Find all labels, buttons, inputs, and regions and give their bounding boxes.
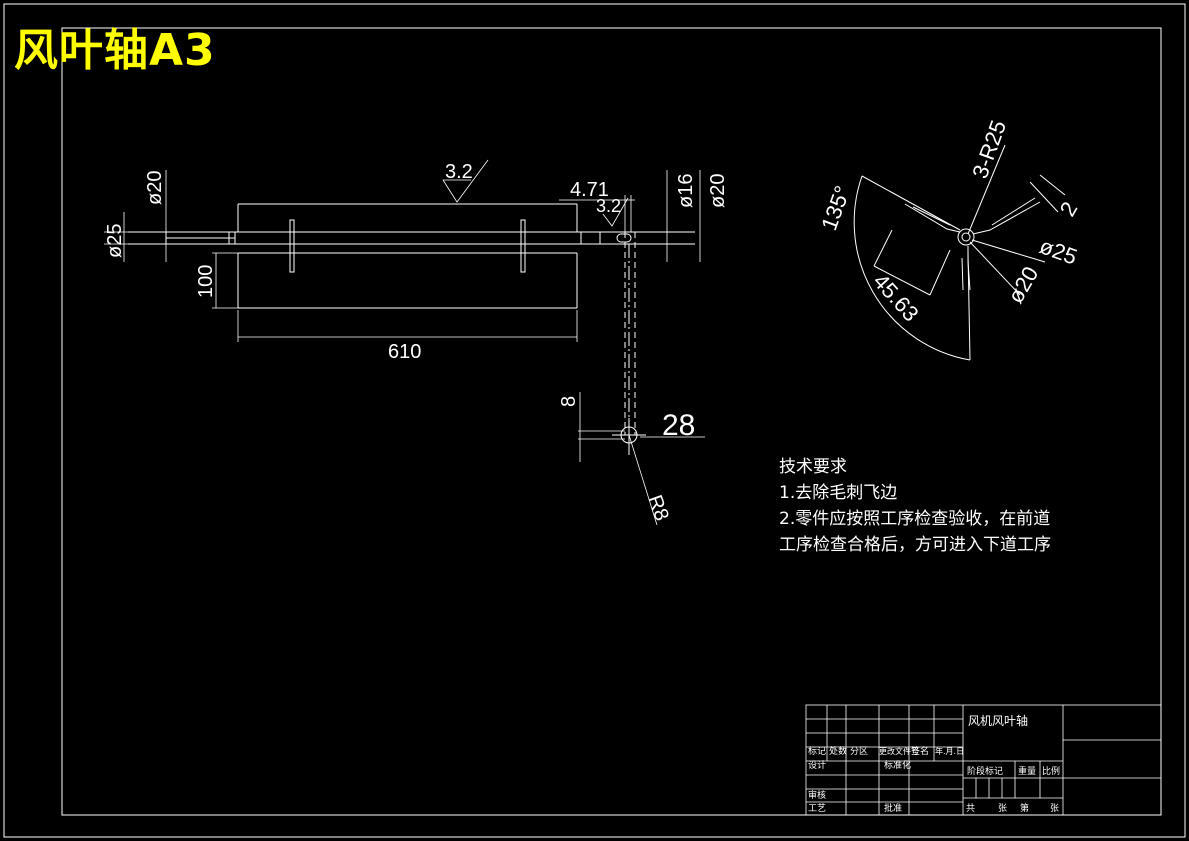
title-block-scale: 比例 [1042,765,1060,777]
title-block [805,704,1162,816]
title-block-mark: 标记 [808,745,826,757]
title-block-design: 设计 [808,759,826,771]
title-block-sheets: 张 [998,803,1007,814]
dim-length-610: 610 [388,341,421,363]
tech-line-2: 2.零件应按照工序检查验收，在前道 [779,509,1051,529]
title-block-standardize: 标准化 [884,759,911,771]
fan-view [853,144,1066,361]
dim-dia20-hub: ø20 [1003,262,1044,307]
title-block-process: 工艺 [808,803,826,814]
dim-width-471: 4.71 [570,179,609,201]
tech-requirements: 技术要求 1.去除毛刺飞边 2.零件应按照工序检查验收，在前道 工序检查合格后，… [779,454,1051,558]
dim-dia20-left: ø20 [144,171,166,205]
dim-dia16-right: ø16 [675,174,697,208]
title-block-date: 年.月.日 [935,746,964,756]
title-block-total: 共 [966,803,975,814]
tech-line-3: 工序检查合格后，方可进入下道工序 [779,535,1051,555]
dim-width-2: 2 [1055,197,1083,220]
tech-heading: 技术要求 [779,457,847,477]
dim-surface-finish-main: 3.2 [445,161,473,183]
shaft-view [128,203,695,455]
dim-dia20-right: ø20 [707,174,729,208]
title-block-signature: 签名 [911,745,929,757]
outer-frame [3,3,1186,838]
dim-dia25-left: ø25 [104,224,126,258]
inner-frame [61,27,1162,816]
dim-angle-135: 135° [816,182,855,233]
title-block-change-doc: 更改文件号 [879,746,919,756]
dim-dia25-hub: ø25 [1036,233,1080,269]
dim-surface-finish-end: 3.2 [596,196,621,216]
title-block-zone: 分区 [850,746,868,757]
title-block-review: 审核 [808,789,826,801]
dim-hole-8: 8 [558,396,580,407]
title-block-stage-mark: 阶段标记 [967,765,1003,777]
dim-radius-3r25: 3-R25 [967,117,1011,182]
dim-radius-r8: R8 [643,492,672,524]
title-block-count: 处数 [829,745,847,757]
dim-height-100: 100 [195,265,217,298]
title-block-part-name: 风机风叶轴 [968,713,1028,728]
tech-line-1: 1.去除毛刺飞边 [779,483,898,503]
title-block-page: 第 [1020,802,1029,814]
dim-hole-28: 28 [662,409,695,442]
shaft-dimension-lines [104,159,705,526]
title-block-weight: 重量 [1018,765,1036,777]
title-block-sheet-unit: 张 [1050,803,1059,814]
sheet-title: 风叶轴A3 [14,25,216,76]
title-block-approve: 批准 [884,802,902,814]
